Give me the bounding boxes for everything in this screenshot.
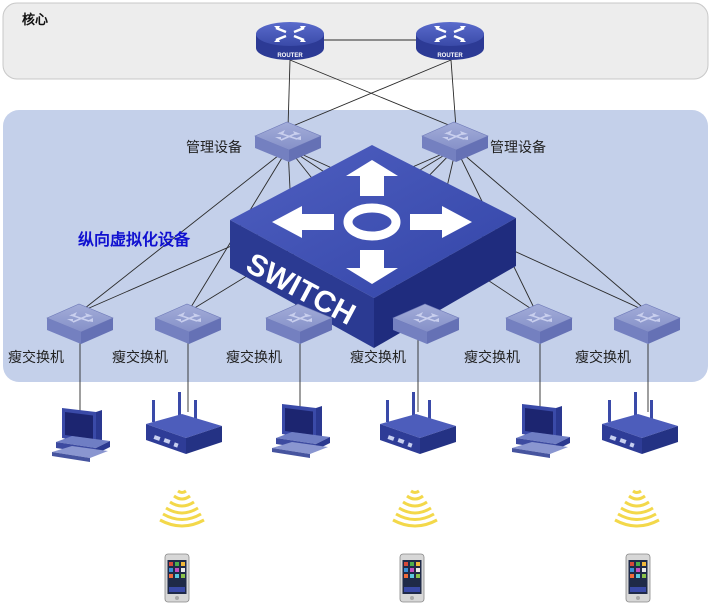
core-zone-label: 核心 — [22, 12, 48, 28]
access-label-5: 瘦交换机 — [464, 349, 520, 366]
access-label-2: 瘦交换机 — [112, 349, 168, 366]
router-caption: ROUTER — [437, 53, 463, 59]
core-zone — [2, 2, 709, 80]
access-label-6: 瘦交换机 — [575, 349, 631, 366]
router-icon — [256, 22, 324, 60]
management-label-left: 管理设备 — [186, 139, 242, 156]
router-icon — [416, 22, 484, 60]
wifi-waves-1-icon — [158, 489, 206, 528]
computer-3-icon — [512, 404, 570, 458]
smartphone-2-icon — [399, 553, 425, 603]
access-label-1: 瘦交换机 — [8, 349, 64, 366]
smartphone-1-icon — [164, 553, 190, 603]
smartphone-3-icon — [625, 553, 651, 603]
wifi-waves-2-icon — [391, 489, 439, 528]
router-left: ROUTER — [256, 22, 324, 60]
access-point-3-icon — [602, 392, 678, 454]
wifi-waves-3-icon — [613, 489, 661, 528]
access-label-4: 瘦交换机 — [350, 349, 406, 366]
router-right: ROUTER — [416, 22, 484, 60]
access-label-3: 瘦交换机 — [226, 349, 282, 366]
computer-1-icon — [52, 408, 110, 462]
virtual-zone-label: 纵向虚拟化设备 — [78, 230, 191, 249]
computer-2-icon — [272, 404, 330, 458]
router-caption: ROUTER — [277, 53, 303, 59]
management-label-right: 管理设备 — [490, 139, 546, 156]
access-point-1-icon — [146, 392, 222, 454]
